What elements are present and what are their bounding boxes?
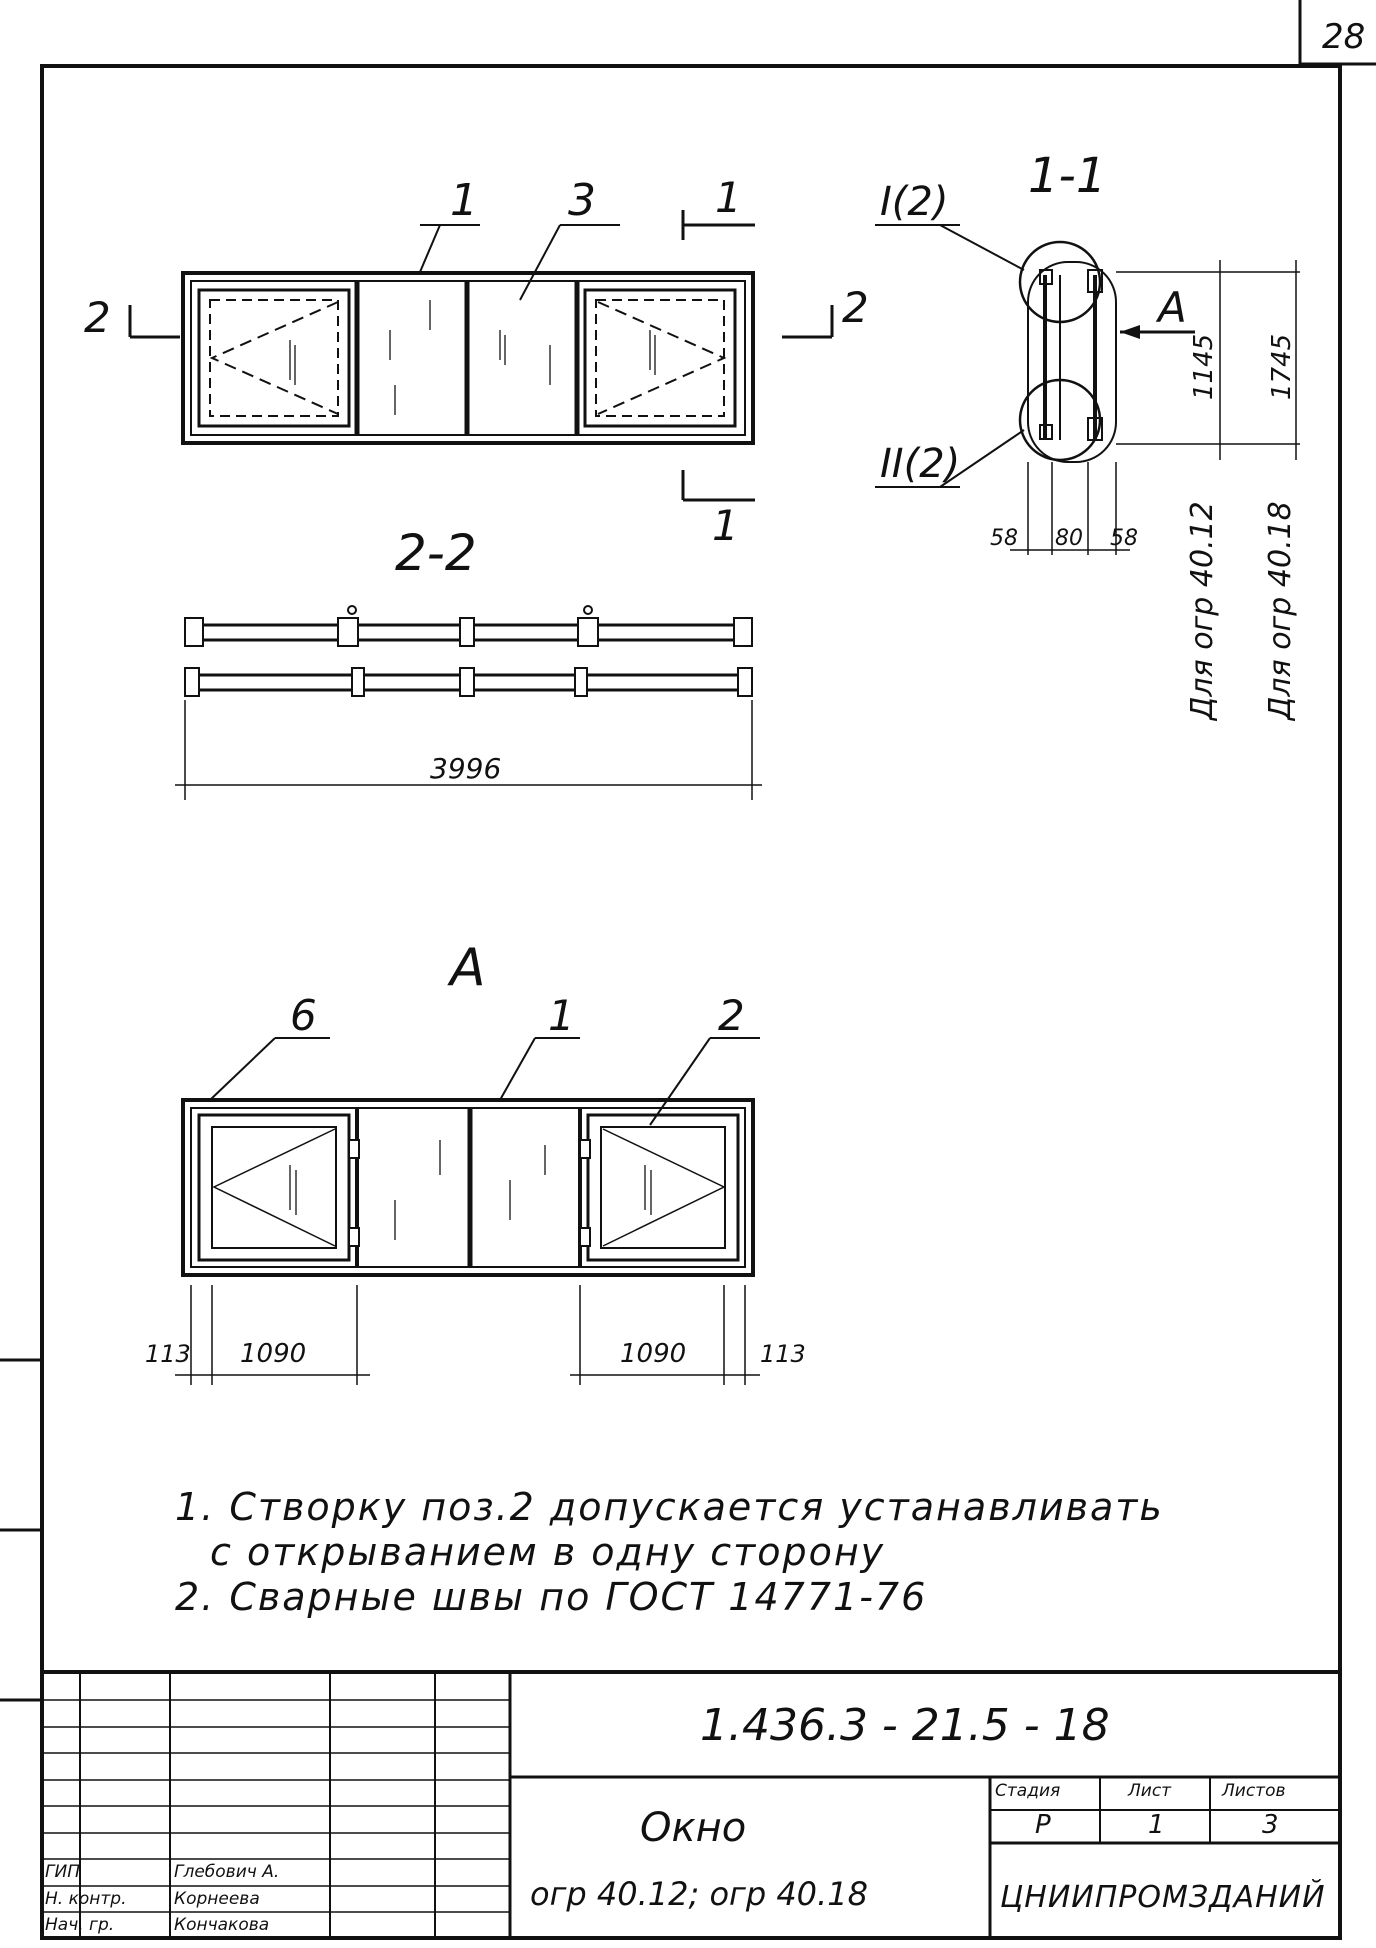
organization-name: ЦНИИПРОМЗДАНИЙ — [1000, 1880, 1326, 1915]
role-norm-control: Н. контр. — [45, 1889, 127, 1909]
callout-6-label: 6 — [290, 991, 317, 1040]
variant-label-ogr-40-18: Для огр 40.18 — [1263, 501, 1298, 722]
document-code: 1.436.3 - 21.5 - 18 — [700, 1700, 1110, 1751]
view-a-title: A — [447, 938, 486, 998]
title-block-grid — [42, 1670, 1340, 1938]
section-cut-2-marks — [128, 305, 834, 339]
sheet-value: 1 — [1148, 1810, 1165, 1840]
sheets-value: 3 — [1262, 1810, 1279, 1840]
role-gip: ГИП — [45, 1862, 80, 1882]
note-line-1: 1. Створку поз.2 допускается устанавлива… — [175, 1485, 1164, 1529]
view-a-reference-label: A — [1155, 283, 1187, 332]
node-2-label: II(2) — [880, 441, 960, 487]
section-cut-2-right-label: 2 — [842, 283, 869, 332]
product-name: Окно — [640, 1805, 747, 1851]
main-leaders — [419, 224, 620, 301]
dim-height-small: 1145 — [1189, 334, 1219, 400]
section-cut-1-marks — [681, 210, 755, 502]
sheets-header: Листов — [1222, 1781, 1286, 1801]
name-norm-control: Корнеева — [174, 1889, 260, 1909]
variant-label-ogr-40-12: Для огр 40.12 — [1185, 501, 1220, 722]
main-elevation — [181, 271, 755, 445]
dim-height-large: 1745 — [1267, 334, 1297, 400]
section-1-1-title: 1-1 — [1028, 148, 1106, 204]
dim-edge-left: 113 — [145, 1340, 191, 1368]
callout-2-label: 2 — [718, 991, 745, 1040]
dim-frame-80: 80 — [1055, 526, 1083, 551]
callout-1-view-a-label: 1 — [548, 991, 575, 1040]
sheet-header: Лист — [1128, 1781, 1172, 1801]
dim-frame-58-right: 58 — [1110, 526, 1138, 551]
sheet-number: 28 — [1322, 17, 1365, 57]
note-line-3: 2. Сварные швы по ГОСТ 14771-76 — [175, 1575, 928, 1619]
note-line-2: с открыванием в одну сторону — [210, 1530, 886, 1574]
dim-frame-58-left: 58 — [990, 526, 1018, 551]
dim-sash-right: 1090 — [620, 1339, 686, 1369]
stage-value: Р — [1035, 1810, 1051, 1840]
view-a-drawing — [175, 1037, 760, 1385]
section-2-2-drawing — [175, 605, 762, 800]
callout-1-label: 1 — [450, 175, 478, 226]
product-marks: огр 40.12; огр 40.18 — [530, 1875, 868, 1913]
section-2-2-title: 2-2 — [395, 524, 477, 582]
name-group-head: Кончакова — [174, 1915, 270, 1935]
node-callouts — [875, 224, 1025, 488]
section-1-1-drawing — [1010, 240, 1300, 555]
dim-sash-left: 1090 — [240, 1339, 306, 1369]
section-cut-2-left-label: 2 — [84, 293, 111, 342]
section-cut-1-top-label: 1 — [715, 173, 742, 222]
stage-header: Стадия — [995, 1781, 1061, 1801]
dim-overall-width: 3996 — [430, 752, 501, 785]
node-1-label: I(2) — [880, 179, 948, 225]
dim-edge-right: 113 — [760, 1340, 806, 1368]
callout-3-label: 3 — [568, 175, 596, 226]
role-group-head: Нач. гр. — [45, 1915, 115, 1935]
name-gip: Глебович А. — [174, 1862, 280, 1882]
section-cut-1-bottom-label: 1 — [712, 501, 739, 550]
